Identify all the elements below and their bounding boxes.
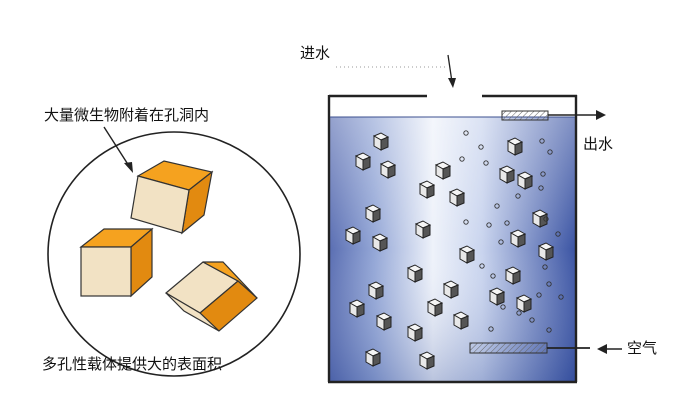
microbes-caption: 大量微生物附着在孔洞内 [44,106,210,124]
porous-carrier-cube [79,227,154,298]
air-label: 空气 [627,339,658,357]
air-diffuser [469,342,622,354]
porous-carrier-cube [164,261,258,332]
carrier-caption: 多孔性载体提供大的表面积 [42,355,223,373]
reactor-tank [327,54,622,384]
inlet-label: 进水 [300,44,331,62]
outlet-pipe [501,110,606,121]
microbes-arrow [103,126,133,173]
inlet-arrow [336,54,456,88]
air-bubbles [459,130,564,333]
outlet-label: 出水 [583,135,614,153]
carrier-closeup [47,126,301,377]
porous-carrier-cube [130,160,214,235]
